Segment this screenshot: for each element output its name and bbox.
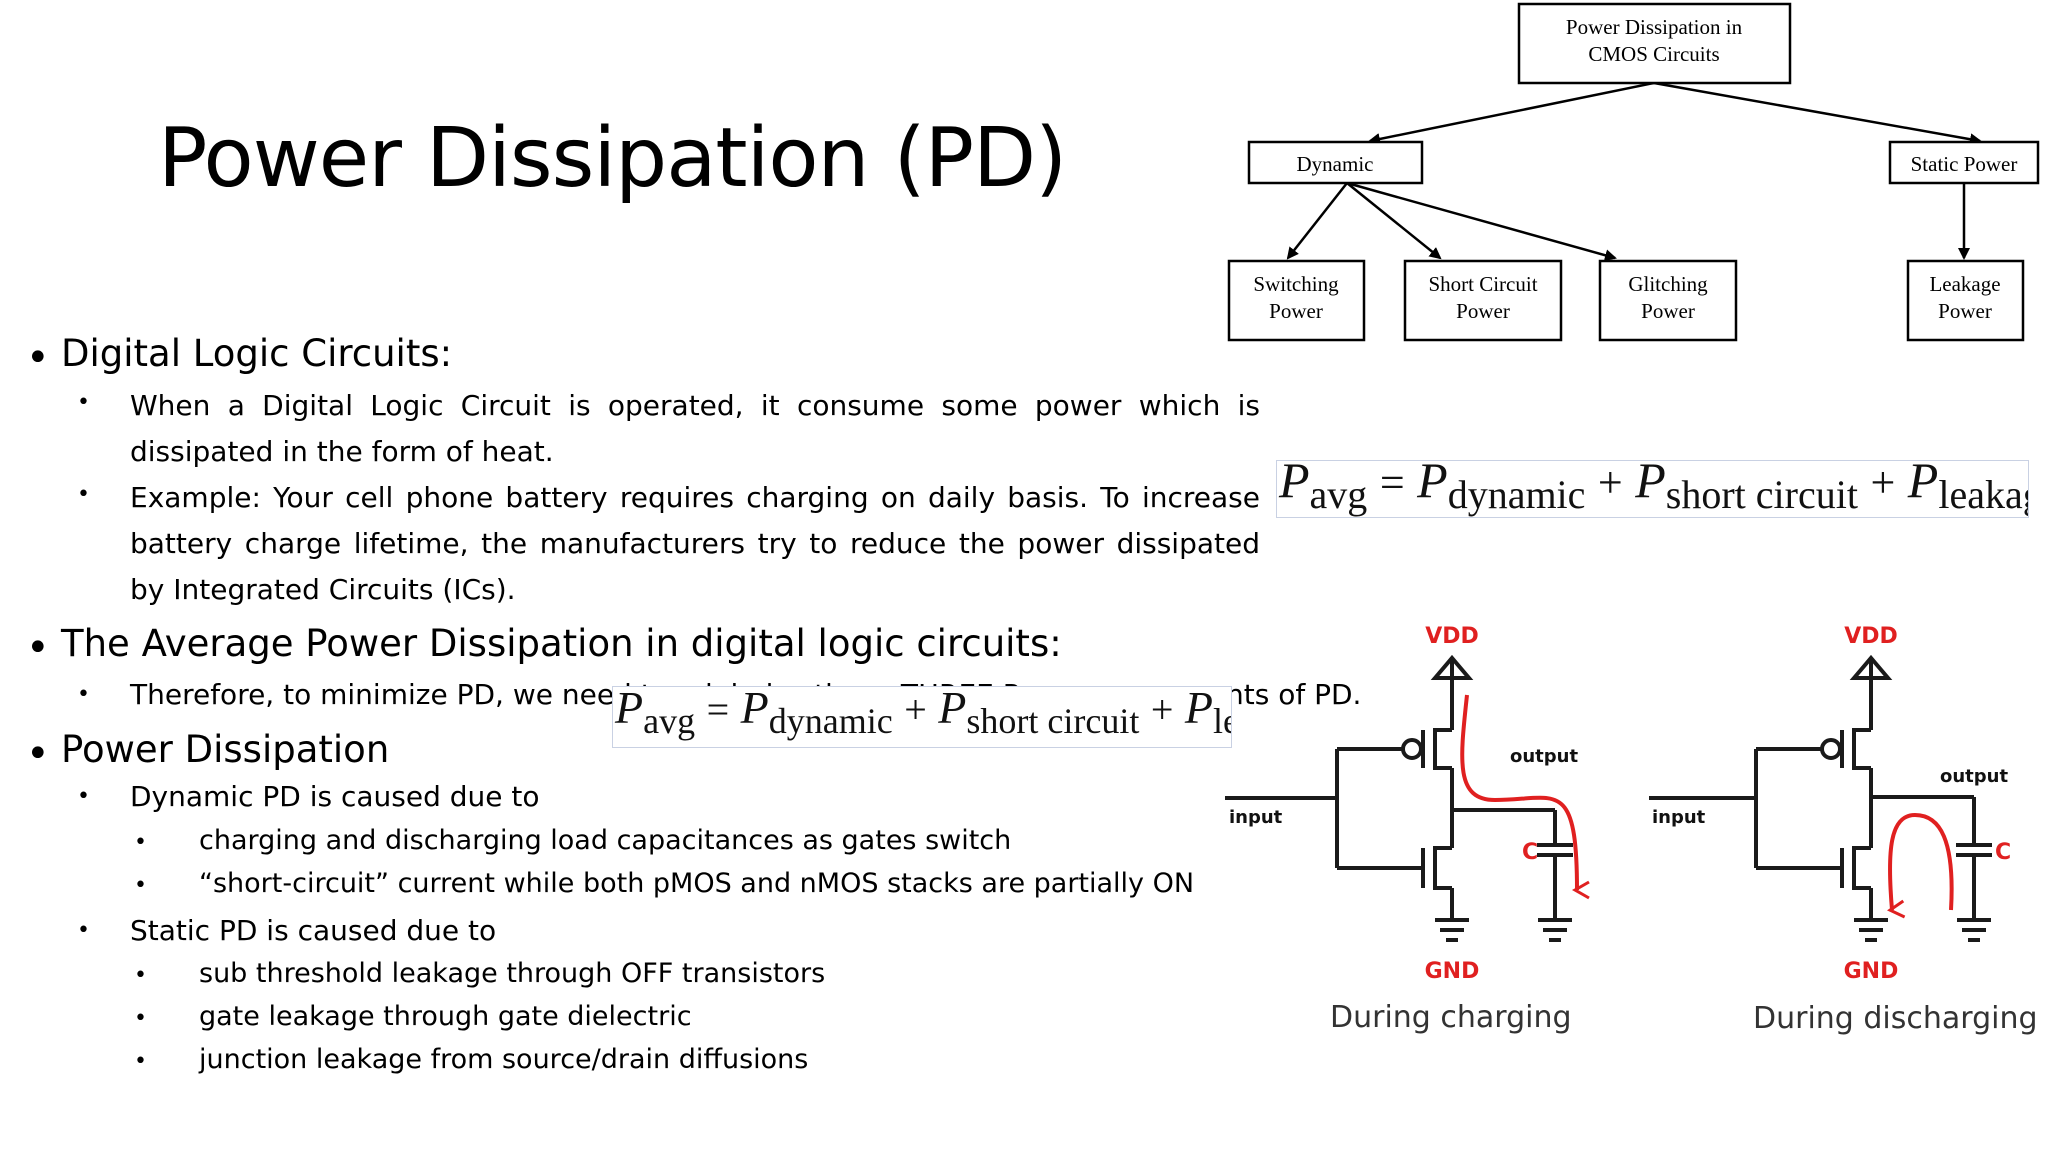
tree-node-switching [1227,259,1366,342]
tree-glitch-line1: Glitching [1628,272,1708,296]
inverter-discharging [1649,654,1992,942]
cap-label-left: C [1522,840,1538,865]
static-pd-heading: Static PD is caused due to [130,914,497,947]
tree-node-leakage [1906,259,2025,342]
tree-root-line2: CMOS Circuits [1588,42,1719,66]
tree-leak-line2: Power [1938,299,1992,323]
paragraph-example: Example: Your cell phone battery require… [130,481,1260,606]
caption-charging: During charging [1330,1000,1572,1035]
static-pd-item-subthreshold: sub threshold leakage through OFF transi… [199,958,826,989]
discharging-current-arrow [1886,812,1954,919]
gnd-label-right: GND [1844,959,1899,984]
bullet-dot: • [77,390,90,415]
bullet-dot: • [77,784,90,809]
tree-switching-line1: Switching [1253,272,1339,296]
bullet-dot: • [26,335,50,381]
bullet-dot: • [26,625,50,671]
bullet-dot: • [77,682,90,707]
section-heading-average-power: The Average Power Dissipation in digital… [61,622,1062,665]
tree-node-static [1888,140,2040,185]
bullet-dot: • [134,1049,147,1074]
bullet-dot: • [26,731,50,777]
bullet-dot: • [77,482,90,507]
charging-current-arrow [1460,694,1590,900]
tree-node-root [1517,2,1792,85]
dynamic-pd-heading: Dynamic PD is caused due to [130,780,540,813]
power-dissipation-tree-diagram: Power Dissipation in CMOS Circuits Dynam… [1227,2,2040,342]
bullet-dot: • [134,963,147,988]
tree-node-short-circuit [1403,259,1563,342]
caption-discharging: During discharging [1753,1001,2038,1036]
output-label-right: output [1940,766,2008,787]
tree-static-label: Static Power [1911,152,2018,176]
tree-switching-line2: Power [1269,299,1323,323]
gnd-label-left: GND [1425,959,1480,984]
tree-root-line1: Power Dissipation in [1566,15,1743,39]
section-heading-digital-logic: Digital Logic Circuits: [61,332,453,375]
tree-node-dynamic [1247,140,1424,185]
bullet-dot: • [134,830,147,855]
formula-average-power: Pavg = Pdynamic + Pshort circuit + Pleak… [1276,460,2029,518]
tree-glitch-line2: Power [1641,299,1695,323]
tree-node-glitching [1598,259,1738,342]
paragraph-operation: When a Digital Logic Circuit is operated… [130,389,1260,468]
output-label-left: output [1510,746,1578,767]
formula-average-power-small: Pavg = Pdynamic + Pshort circuit + Pleak… [612,686,1232,748]
tree-short-line1: Short Circuit [1428,272,1537,296]
dynamic-pd-item-charging: charging and discharging load capacitanc… [199,825,1012,856]
static-pd-item-gate-leakage: gate leakage through gate dielectric [199,1001,692,1032]
slide-title: Power Dissipation (PD) [158,111,1067,206]
static-pd-item-junction-leakage: junction leakage from source/drain diffu… [199,1044,809,1075]
vdd-label-right: VDD [1844,624,1898,649]
inverter-charging [1225,654,1573,942]
tree-leak-line1: Leakage [1929,272,2000,296]
bullet-dot: • [134,873,147,898]
input-label-right: input [1652,807,1706,828]
input-label-left: input [1229,807,1283,828]
tree-dynamic-label: Dynamic [1297,152,1374,176]
tree-short-line2: Power [1456,299,1510,323]
bullet-dot: • [77,918,90,943]
dynamic-pd-item-short-circuit: “short-circuit” current while both pMOS … [199,868,1195,899]
vdd-label-left: VDD [1425,624,1479,649]
section-heading-power-dissipation: Power Dissipation [61,728,390,771]
cmos-inverter-circuits: VDD GND output input C VDD GND [1225,624,2011,984]
cap-label-right: C [1995,840,2011,865]
bullet-dot: • [134,1006,147,1031]
